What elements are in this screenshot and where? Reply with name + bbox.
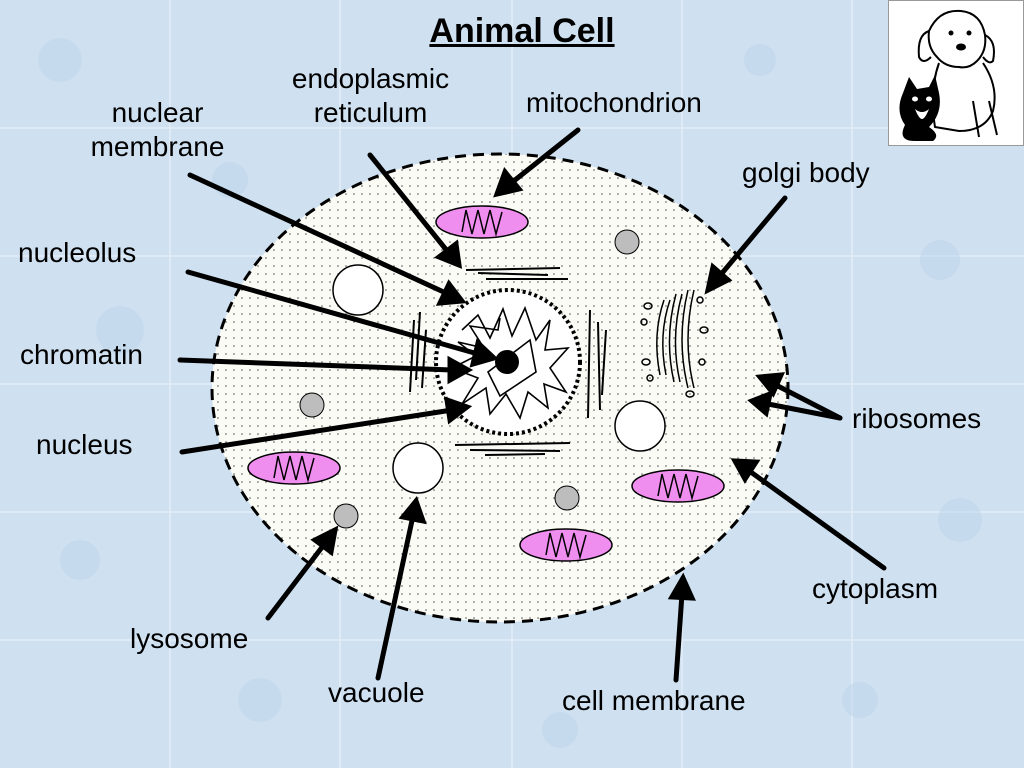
page-title: Animal Cell xyxy=(429,12,615,50)
lysosome xyxy=(554,485,580,511)
label-golgi-body: golgi body xyxy=(742,157,870,188)
chromatin-arrow xyxy=(177,357,455,373)
er-arrow xyxy=(367,152,451,255)
label-ribosomes: ribosomes xyxy=(852,403,982,434)
nucleolus-arrow xyxy=(185,269,481,357)
lysosome xyxy=(333,503,359,529)
nuclear-membrane-arrow xyxy=(187,172,451,297)
lysosome xyxy=(299,392,325,418)
nucleus-arrow xyxy=(179,407,455,455)
mitochondrion xyxy=(435,205,529,239)
lysosome xyxy=(614,229,640,255)
vacuole xyxy=(392,442,444,494)
mitochondrion xyxy=(519,528,613,562)
label-mitochondrion: mitochondrion xyxy=(526,87,702,118)
mitochondrion-arrow xyxy=(507,127,581,187)
endoplasmic-reticulum xyxy=(409,267,607,456)
golgi-arrow xyxy=(715,195,788,281)
dog-and-cat-illustration-icon xyxy=(888,0,1024,146)
cell-membrane-arrow xyxy=(673,591,685,683)
label-lysosome: lysosome xyxy=(130,623,249,654)
vacuole xyxy=(614,400,666,452)
label-cell-membrane: cell membrane xyxy=(562,685,746,716)
ribosomes-arrow xyxy=(765,401,843,421)
label-vacuole: vacuole xyxy=(328,677,425,708)
mitochondrion xyxy=(631,469,725,503)
ribosomes-arrow xyxy=(771,381,843,421)
vacuole xyxy=(332,264,384,316)
mitochondrion xyxy=(247,451,341,485)
golgi-body xyxy=(640,289,709,398)
lysosome-arrow xyxy=(265,539,329,621)
label-nucleolus: nucleolus xyxy=(18,237,137,268)
vacuole-arrow xyxy=(375,513,416,681)
label-chromatin: chromatin xyxy=(20,339,143,370)
label-cytoplasm: cytoplasm xyxy=(812,573,939,604)
cytoplasm-arrow xyxy=(745,467,887,571)
label-endoplasmic-reticulum: endoplasmic reticulum xyxy=(291,63,450,128)
label-nucleus: nucleus xyxy=(36,429,133,460)
label-nuclear-membrane: nuclear membrane xyxy=(90,97,225,162)
nucleolus xyxy=(495,350,519,374)
